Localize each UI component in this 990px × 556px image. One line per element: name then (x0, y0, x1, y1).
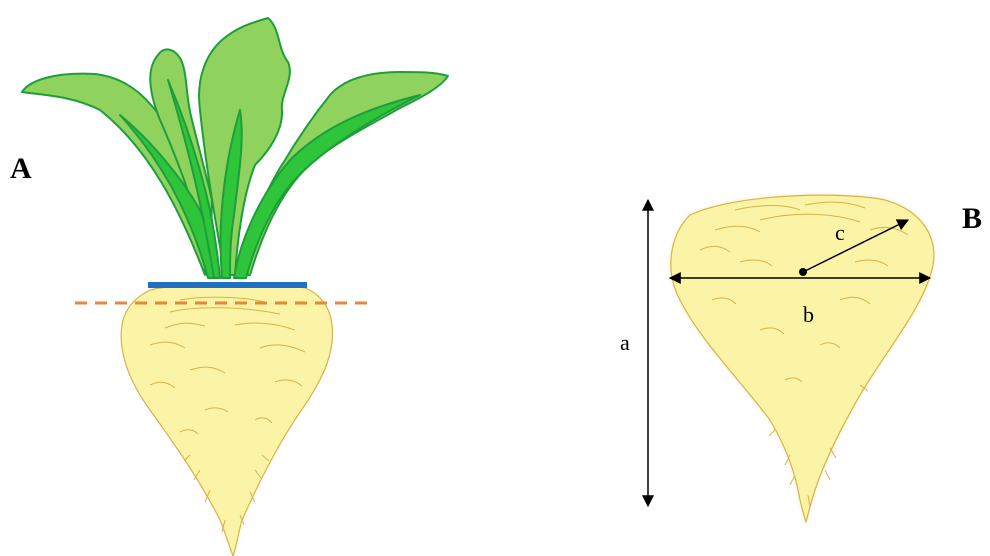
beet-root-a (121, 284, 332, 556)
panel-a-label: A (10, 152, 32, 185)
panel-a: A (10, 18, 448, 556)
root-body-b (671, 195, 934, 522)
label-a: a (620, 330, 630, 355)
panel-b-label: B (962, 202, 982, 235)
root-body-a (121, 284, 332, 556)
label-b: b (803, 302, 814, 327)
beet-leaves (22, 18, 448, 278)
panel-b: a b c B (620, 195, 982, 522)
label-c: c (835, 220, 845, 245)
